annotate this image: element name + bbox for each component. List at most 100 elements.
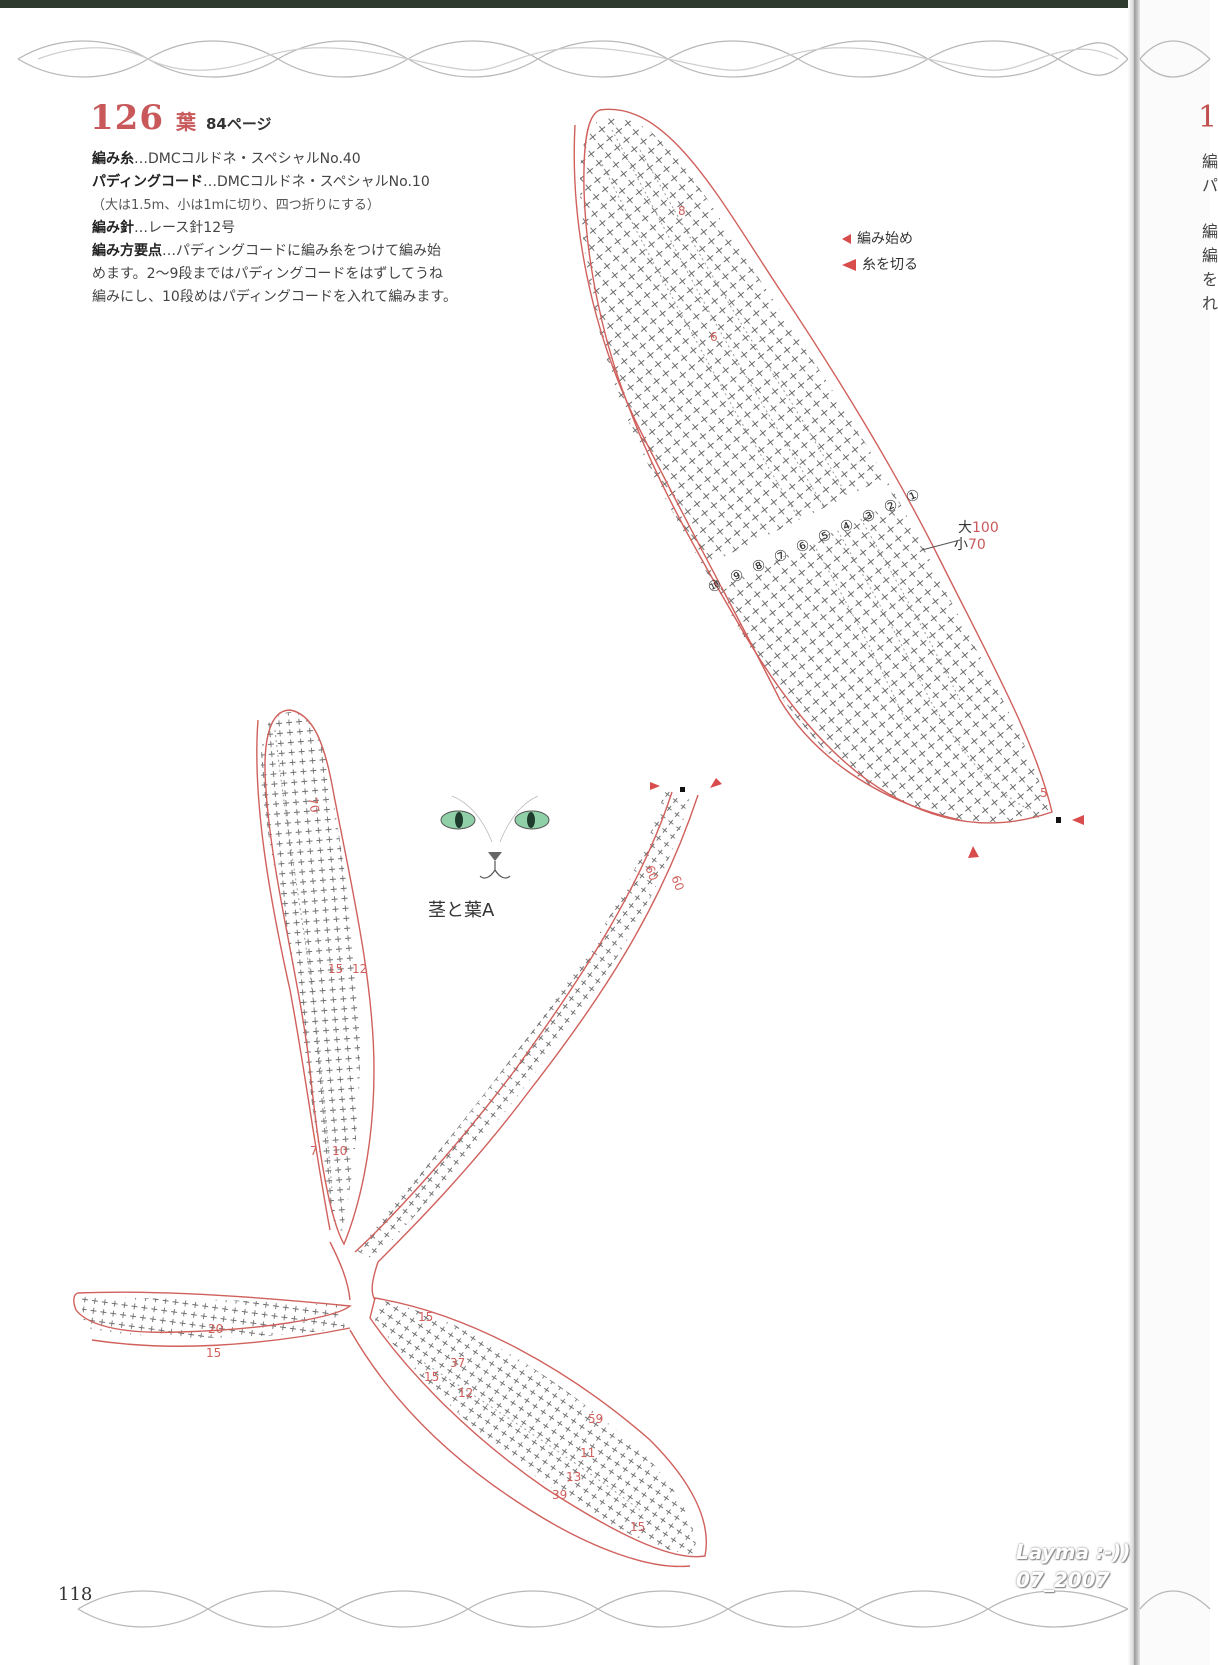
instructions-block: 編み糸…DMCコルドネ・スペシャルNo.40 パディングコード…DMCコルドネ・… — [92, 148, 512, 309]
leaf-count-8: 8 — [678, 204, 686, 218]
left-leaf-outline — [73, 1291, 352, 1334]
stem-end-tick — [680, 787, 685, 792]
large-leaf-start-marker — [968, 846, 979, 858]
count-upper-10: 10 — [332, 1144, 348, 1158]
points-line-3: 編みにし、10段めはパディングコードを入れて編みます。 — [92, 289, 458, 305]
stem-start-marker — [710, 778, 722, 788]
count-upper-15: 15 — [328, 962, 344, 976]
yarn-row: 編み糸…DMCコルドネ・スペシャルNo.40 — [92, 148, 512, 171]
large-leaf-outline — [583, 108, 1053, 824]
stem-outline-inner — [354, 791, 673, 1253]
leaf-count-6: 6 — [710, 330, 718, 344]
cord-row: パディングコード…DMCコルドネ・スペシャルNo.10 — [92, 171, 512, 194]
leaf-count-5: 5 — [1040, 786, 1048, 800]
count-upper-12: 12 — [352, 962, 368, 976]
cat-face-drawing — [440, 795, 550, 879]
large-leaf-row-divider — [710, 478, 896, 587]
next-page-char-4: 編 — [1202, 246, 1218, 265]
stem-cut-marker — [650, 782, 660, 790]
start-triangle-icon — [842, 234, 851, 244]
cat-nose — [488, 852, 502, 861]
next-page-char-1: 編 — [1202, 152, 1218, 171]
cat-right-eye — [514, 810, 550, 830]
left-leaf-lower-line — [91, 1327, 351, 1347]
signature-line-1: Layma :-)) — [1016, 1540, 1131, 1564]
pattern-number: 126 — [90, 98, 164, 138]
right-leaf-inner — [349, 1329, 691, 1568]
upper-leaf-inner — [256, 719, 331, 1231]
points-line-1: …パディングコードに編み糸をつけて編み始 — [162, 243, 442, 259]
cord-note: （大は1.5m、小は1mに切り、四つ折りにする） — [92, 198, 380, 213]
stem-outline-outer — [377, 794, 699, 1263]
large-leaf-rib-2 — [599, 159, 906, 721]
upper-leaf-fill — [260, 712, 360, 1240]
large-leaf-inner-line — [573, 124, 961, 821]
crochet-diagram — [73, 108, 1084, 1568]
count-left-20: 20 — [208, 1322, 224, 1336]
size-leader-line — [921, 539, 961, 551]
scanner-signature: Layma :-)) 07_2007 — [1016, 1538, 1131, 1594]
next-page-char-5: を — [1202, 270, 1218, 289]
pattern-header: 126 葉 84ページ — [90, 98, 272, 138]
book-gutter — [1128, 0, 1140, 1665]
right-leaf-fill — [375, 1300, 696, 1555]
page-reference: 84ページ — [205, 115, 272, 133]
hook-value: …レース針12号 — [134, 220, 236, 236]
large-leaf-diagram — [573, 108, 1084, 858]
points-line-2: めます。2〜9段まではパディングコードをはずしてうね — [92, 266, 444, 282]
size-labels: 大100 小70 — [954, 520, 999, 554]
pattern-title: 葉 — [175, 110, 196, 134]
hook-label: 編み針 — [92, 220, 134, 236]
cut-triangle-icon — [842, 259, 856, 271]
next-page-ornament-bottom — [1139, 1590, 1211, 1610]
size-small-value: 70 — [968, 537, 986, 553]
large-leaf-cut-marker — [1072, 815, 1084, 825]
next-page-ornament-top — [1139, 40, 1211, 78]
stem-diagram — [73, 709, 722, 1568]
yarn-value: …DMCコルドネ・スペシャルNo.40 — [134, 151, 361, 167]
cat-left-eye — [440, 810, 476, 830]
count-right-15: 15 — [424, 1370, 440, 1384]
count-upper-70: 70 — [305, 796, 322, 814]
page-number: 118 — [58, 1584, 93, 1605]
count-right-37: 37 — [450, 1356, 466, 1370]
count-center-15: 15 — [418, 1310, 434, 1324]
count-right-13: 13 — [566, 1470, 582, 1484]
right-leaf-outline — [369, 1297, 707, 1558]
upper-leaf-outline — [264, 709, 375, 1246]
legend: 編み始め 糸を切る — [842, 226, 918, 278]
next-page-char-3: 編 — [1202, 222, 1218, 241]
count-right-12: 12 — [458, 1386, 474, 1400]
stem-fill — [355, 790, 690, 1260]
hook-row: 編み針…レース針12号 — [92, 217, 512, 240]
stem-diagram-title: 茎と葉A — [428, 900, 495, 921]
legend-cut-label: 糸を切る — [862, 257, 918, 273]
bottom-scroll-ornament — [77, 1590, 1129, 1628]
next-page-char-6: れ — [1202, 294, 1218, 313]
size-large: 大100 — [958, 520, 999, 537]
yarn-label: 編み糸 — [92, 151, 134, 167]
count-right-59: 59 — [588, 1412, 604, 1426]
count-upper-7: 7 — [310, 1144, 318, 1158]
cord-label: パディングコード — [92, 174, 204, 190]
page-top-edge — [0, 0, 1210, 8]
junction-outline — [329, 1241, 379, 1301]
count-right-39: 39 — [552, 1488, 568, 1502]
cord-value: …DMCコルドネ・スペシャルNo.10 — [203, 174, 430, 190]
legend-start-label: 編み始め — [857, 231, 913, 247]
signature-line-2: 07_2007 — [1016, 1568, 1110, 1592]
left-leaf-fill — [80, 1297, 345, 1338]
size-large-label: 大 — [958, 520, 972, 536]
count-right-11: 11 — [580, 1446, 596, 1460]
points-label: 編み方要点 — [92, 243, 162, 259]
top-scroll-ornament — [17, 40, 1129, 78]
legend-start: 編み始め — [842, 226, 918, 252]
next-page-char-2: パ — [1202, 176, 1218, 195]
count-left-15: 15 — [206, 1346, 222, 1360]
next-page-edge: 1 編 パ 編 編 を れ — [1139, 0, 1218, 1665]
cat-mouth — [479, 861, 511, 879]
upper-leaf-chain — [274, 729, 333, 1191]
cat-brow — [451, 795, 539, 843]
large-leaf-rib-3 — [639, 149, 961, 701]
size-large-value: 100 — [972, 520, 999, 536]
